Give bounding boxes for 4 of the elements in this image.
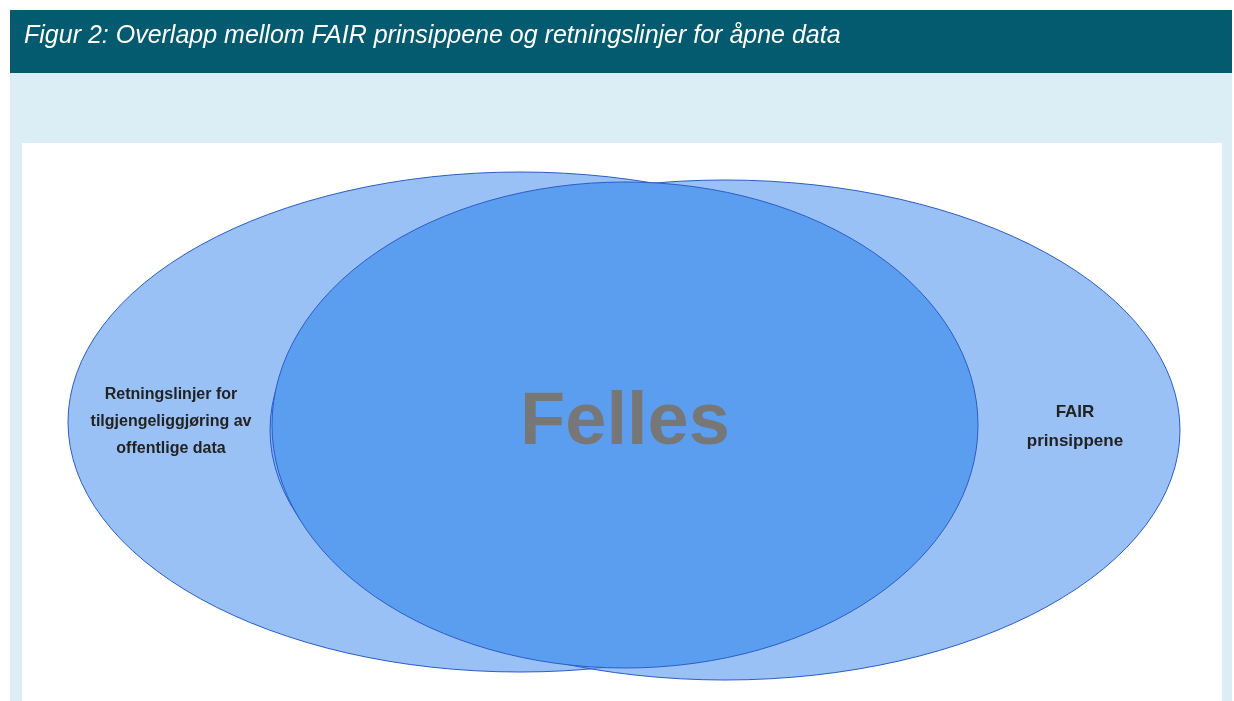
set-label: Felles [519,382,731,456]
set-label: Retningslinjer for tilgjengeliggjøring av offentlige data [89,384,253,459]
figure-title: Figur 2: Overlapp mellom FAIR prinsippene og retningslinjer for åpne data [24,20,841,49]
set-label: FAIR prinsippene [1025,401,1125,452]
